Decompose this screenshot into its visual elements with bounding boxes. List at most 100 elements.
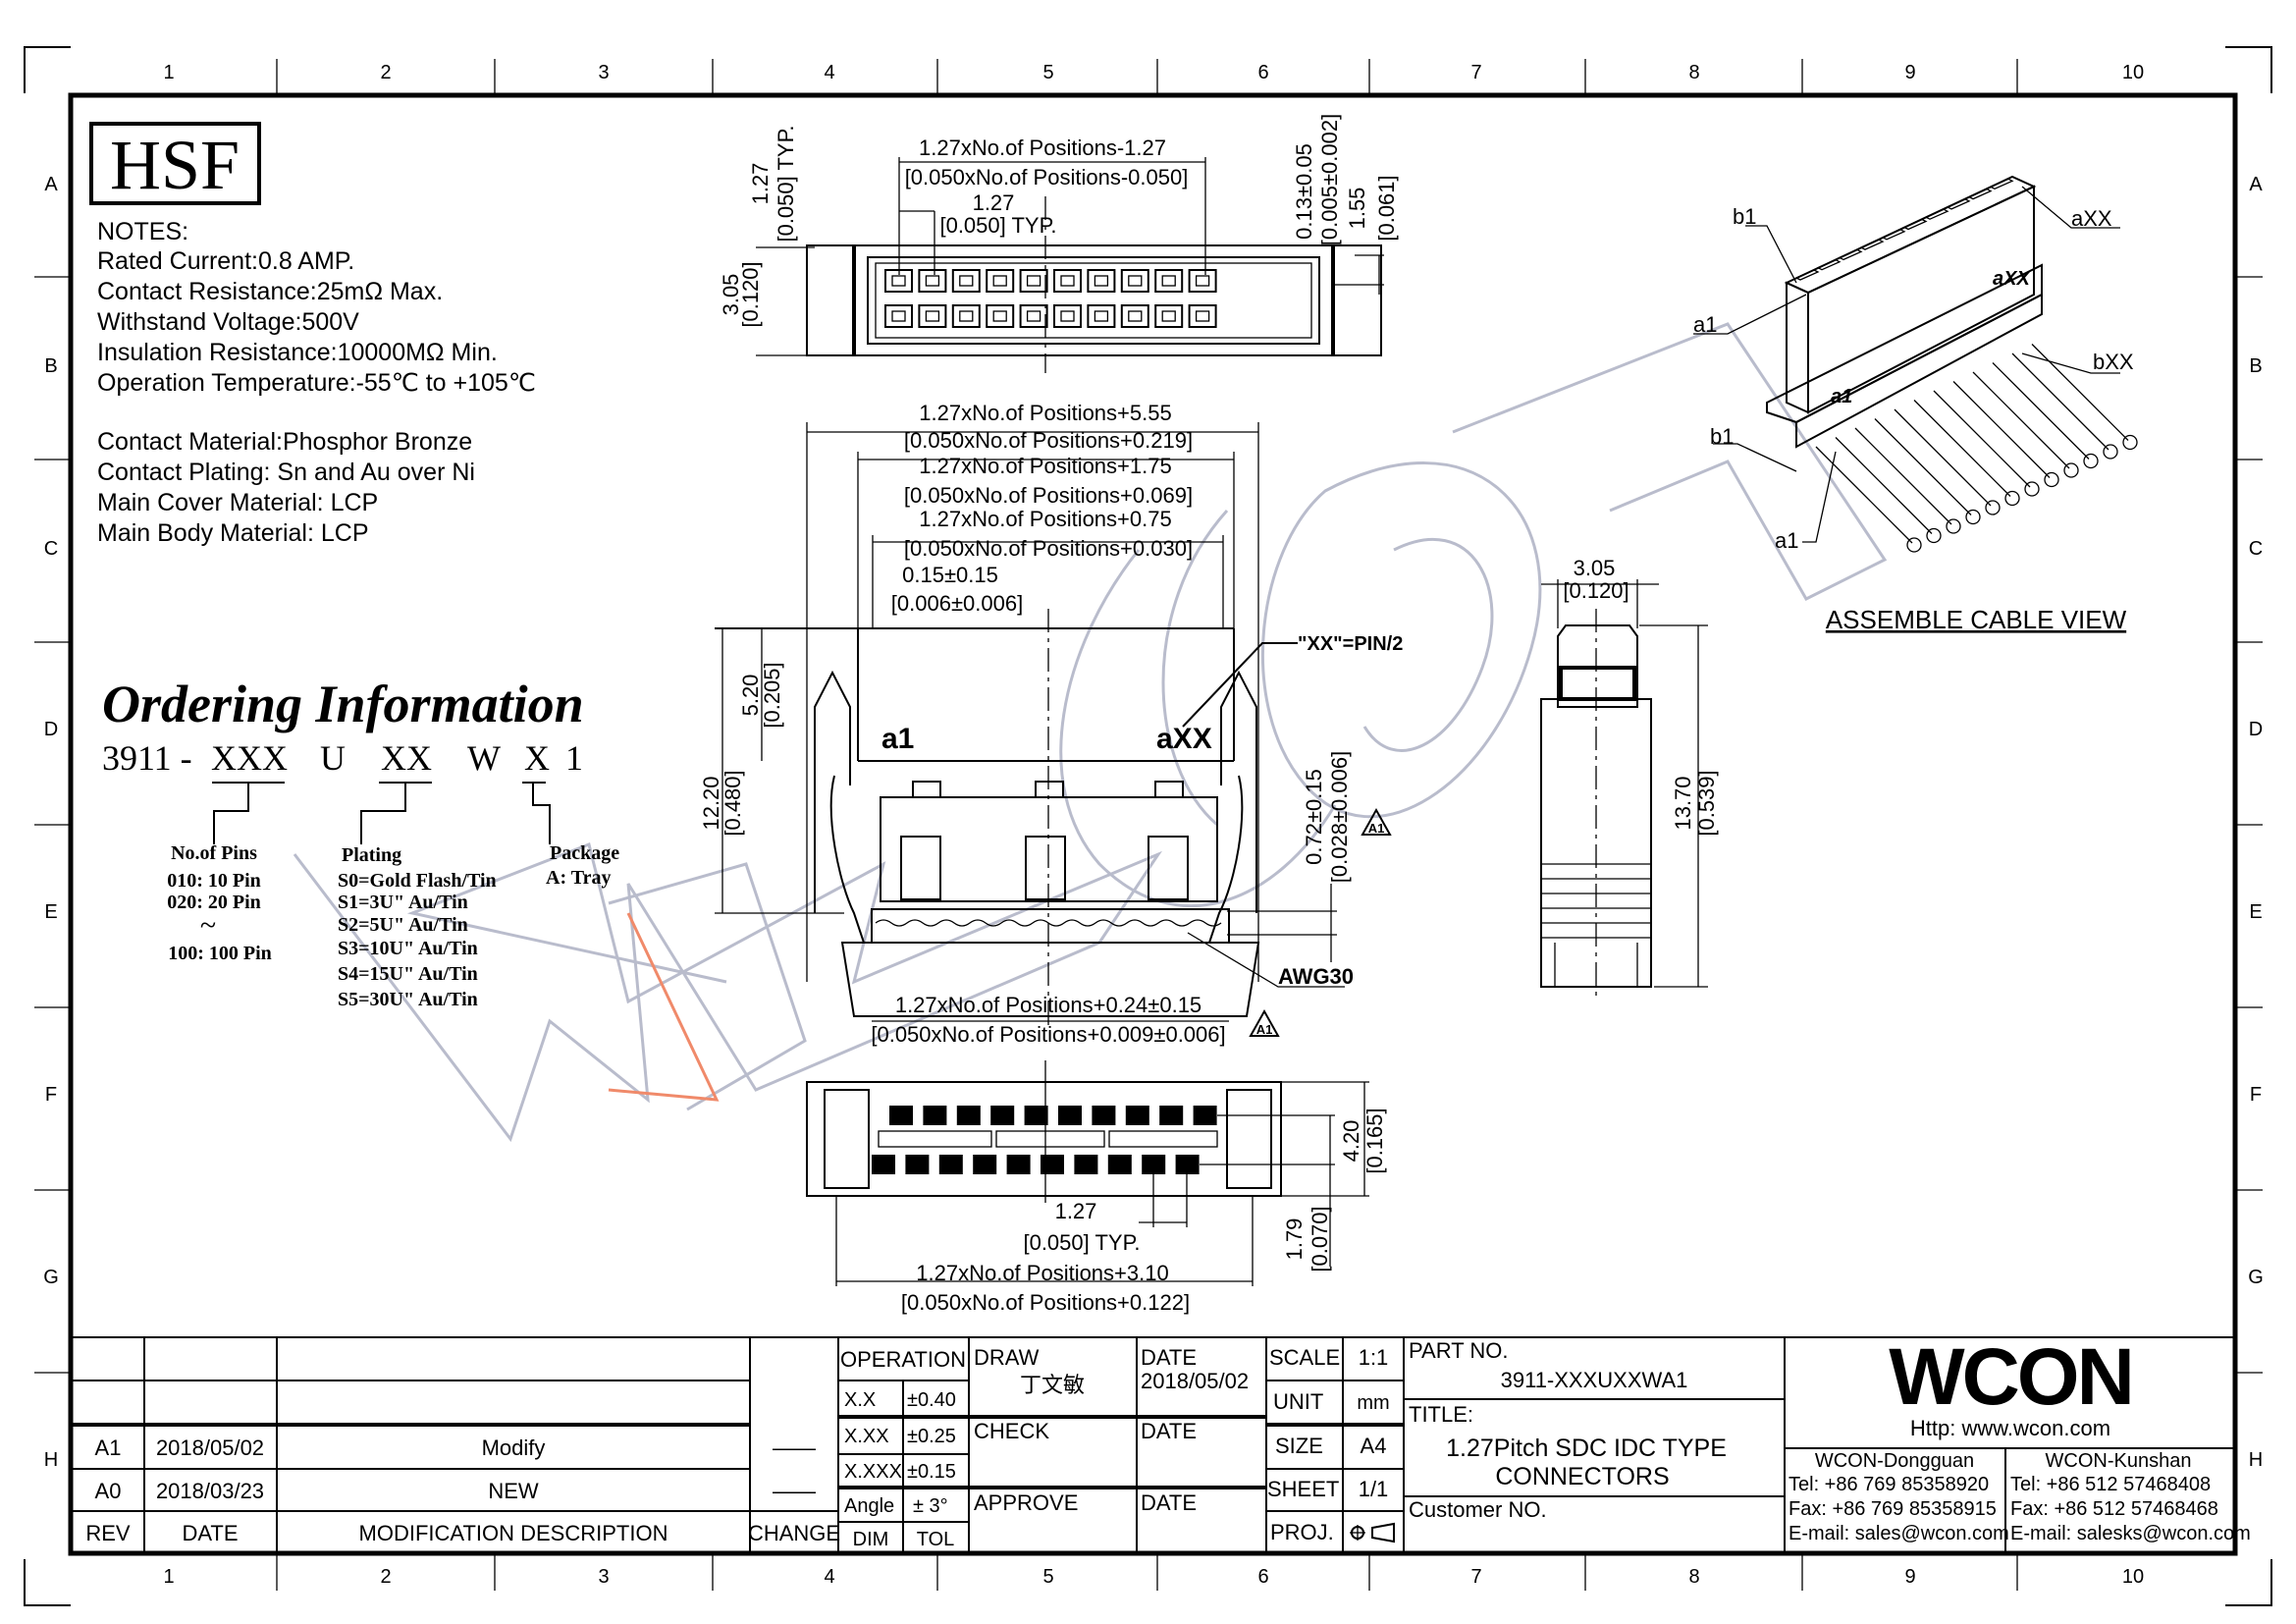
grid-row-label-right: A — [2249, 174, 2263, 195]
iso-cavity — [1816, 258, 1842, 271]
iso-label-b1-top: b1 — [1733, 204, 1756, 229]
pin-contact — [1060, 310, 1075, 322]
plating-option: S1=3U" Au/Tin — [338, 892, 468, 913]
pin-pad-top-row — [923, 1106, 947, 1125]
rev-a1-desc: Modify — [482, 1435, 546, 1460]
pin-contact — [1094, 310, 1109, 322]
grid-column-label-bottom: 3 — [598, 1566, 609, 1588]
iso-cable-end — [2083, 453, 2099, 469]
iso-cable-wire — [2011, 352, 2109, 451]
dim-front-1-mm: 1.27xNo.of Positions+5.55 — [919, 401, 1171, 425]
dim-side-h-in: [0.539] — [1694, 770, 1719, 836]
rev-a0-desc: NEW — [488, 1479, 539, 1503]
pin-contact — [1060, 275, 1075, 287]
pin-cavity — [951, 269, 981, 293]
header-desc: MODIFICATION DESCRIPTION — [359, 1521, 668, 1545]
wcon-watermark — [293, 322, 1888, 1143]
tol-value: ±0.40 — [907, 1389, 956, 1411]
grid-row-label-left: E — [44, 901, 57, 923]
tol-value: ± 3° — [913, 1495, 948, 1517]
pin-cavity — [1019, 269, 1048, 293]
draw-label: DRAW — [974, 1345, 1040, 1370]
pin-pad-top-row — [1058, 1106, 1082, 1125]
tol-value: ±0.15 — [907, 1461, 956, 1483]
iso-cable-end — [2024, 481, 2040, 497]
office-fax: Fax: +86 769 85358915 — [1789, 1498, 1997, 1520]
pin-contact — [959, 275, 974, 287]
office-tel: Tel: +86 769 85358920 — [1789, 1474, 1989, 1495]
pin-contact — [1026, 310, 1041, 322]
office-fax: Fax: +86 512 57468468 — [2010, 1498, 2218, 1520]
dim-front-3-mm: 1.27xNo.of Positions+0.75 — [919, 507, 1171, 531]
iso-body-label-axx: aXX — [1993, 268, 2031, 290]
grid-row-label-right: G — [2248, 1267, 2264, 1288]
pin-cavity — [1120, 304, 1149, 328]
iso-body-label-a1: a1 — [1831, 386, 1852, 407]
plating-option: S5=30U" Au/Tin — [338, 989, 478, 1010]
proj-label: PROJ. — [1270, 1520, 1334, 1544]
pins-heading: No.of Pins — [171, 842, 257, 864]
office-name: WCON-Kunshan — [2046, 1450, 2192, 1472]
front-view: 1.27xNo.of Positions+5.55 [0.050xNo.of P… — [699, 401, 1403, 1047]
grid-column-label-top: 6 — [1257, 62, 1268, 83]
dim-label: DIM — [853, 1529, 889, 1550]
material-line: Main Cover Material: LCP — [97, 489, 378, 516]
iso-cavity — [1838, 248, 1863, 261]
scale-label: SCALE — [1269, 1345, 1340, 1370]
iso-cavity — [1946, 198, 1971, 210]
grid-column-label-top: 3 — [598, 62, 609, 83]
pin-pad-top-row — [1159, 1106, 1184, 1125]
iso-cable-end — [2122, 434, 2138, 451]
dim-gap-in: [0.005±0.002] — [1317, 114, 1342, 245]
iso-cable-wire — [1894, 408, 1992, 507]
pin-contact — [891, 275, 906, 287]
dim-front-bottom-in: [0.050xNo.of Positions+0.009±0.006] — [871, 1022, 1225, 1047]
material-line: Contact Plating: Sn and Au over Ni — [97, 459, 475, 486]
dim-bottom-off-mm: 1.79 — [1282, 1218, 1307, 1261]
grid-column-label-top: 5 — [1042, 62, 1053, 83]
assemble-cable-view: a1 aXX b1 aXX a1 bXX b1 a1 ASSEMBLE CABL… — [1693, 175, 2138, 634]
xx-note: "XX"=PIN/2 — [1298, 633, 1403, 655]
drawing-frame — [24, 46, 2272, 1606]
scale-value: 1:1 — [1359, 1345, 1389, 1370]
material-line: Main Body Material: LCP — [97, 519, 369, 547]
office-email: E-mail: sales@wcon.com — [1789, 1523, 2009, 1544]
dim-top-pitch-in: [0.050] TYP. — [939, 213, 1056, 238]
iso-cable-end — [2004, 490, 2020, 507]
draw-date-label: DATE — [1141, 1345, 1197, 1370]
grid-column-label-top: 10 — [2122, 62, 2144, 83]
pin-contact — [1161, 275, 1176, 287]
approve-date-label: DATE — [1141, 1490, 1197, 1515]
dim-bottom-pitch-mm: 1.27 — [1055, 1199, 1097, 1223]
iso-cable-wire — [1933, 390, 2031, 488]
pin-pad-bottom-row — [1006, 1155, 1031, 1174]
pins-option: 100: 100 Pin — [168, 943, 272, 964]
code-part-w: W — [467, 738, 501, 778]
revision-triangle-icon — [1249, 1008, 1280, 1037]
pin-contact — [925, 310, 940, 322]
pin-contact — [1128, 310, 1143, 322]
pin-cavity — [986, 269, 1015, 293]
tol-value: ±0.25 — [907, 1426, 956, 1447]
pin-pad-top-row — [1092, 1106, 1116, 1125]
grid-column-label-bottom: 9 — [1904, 1566, 1915, 1588]
grid-column-label-top: 7 — [1470, 62, 1481, 83]
grid-row-label-left: D — [44, 719, 58, 740]
rev-a0: A0 — [95, 1479, 122, 1503]
iso-cable-end — [2103, 444, 2118, 460]
iso-cable-wire — [1854, 427, 1952, 525]
pin-pad-top-row — [1125, 1106, 1149, 1125]
dim-cable-mm: 0.72±0.15 — [1302, 769, 1326, 865]
grid-row-label-right: E — [2249, 901, 2262, 923]
projection-symbol-icon — [1350, 1522, 1395, 1543]
dim-row-pitch-in: [0.050] TYP. — [774, 125, 798, 242]
pin-pad-bottom-row — [938, 1155, 963, 1174]
grid-row-label-right: H — [2249, 1449, 2263, 1471]
wcon-logo: WCON — [1889, 1332, 2132, 1422]
grid-row-label-left: A — [44, 174, 58, 195]
pin-contact — [1161, 310, 1176, 322]
grid-row-label-right: D — [2249, 719, 2263, 740]
dim-top-pitch-mm: 1.27 — [973, 190, 1015, 215]
